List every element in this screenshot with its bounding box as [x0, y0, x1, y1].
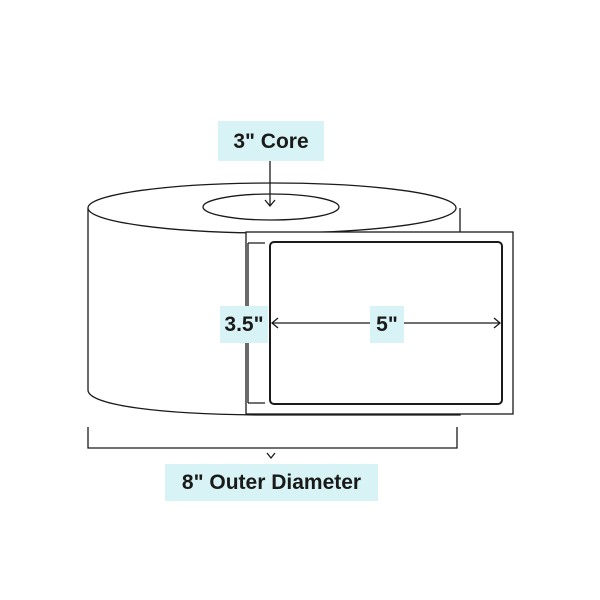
roll-core-hole — [202, 193, 340, 221]
label-width-label: 5" — [370, 306, 404, 343]
core-arrow-head — [264, 199, 276, 208]
outer-diameter-bracket — [87, 427, 458, 449]
core-label: 3" Core — [218, 121, 324, 161]
outer-diameter-label: 8" Outer Diameter — [165, 464, 378, 501]
width-arrow-right — [493, 317, 502, 329]
width-arrow-left — [270, 317, 279, 329]
outer-diameter-tick — [266, 452, 276, 460]
label-height-label: 3.5" — [220, 306, 268, 343]
